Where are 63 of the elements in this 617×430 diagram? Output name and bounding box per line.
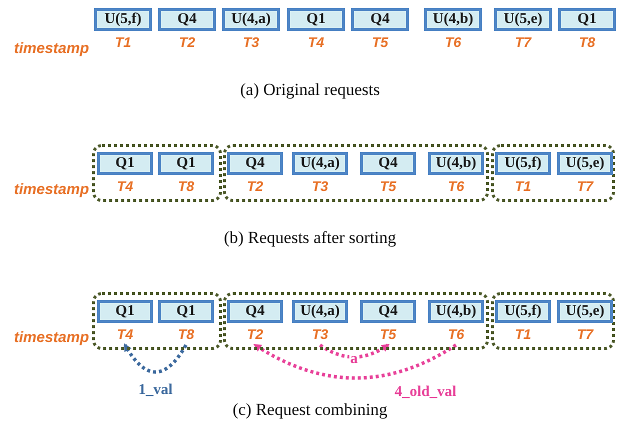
- timestamp-label: T3: [312, 326, 328, 343]
- edge-label: 1_val: [137, 382, 174, 398]
- timestamp-label: T8: [578, 34, 596, 51]
- dotted-group-outline: [223, 144, 489, 202]
- timestamp-label: T5: [372, 34, 388, 51]
- timestamp-label: T2: [178, 34, 196, 51]
- timestamp-label: T6: [444, 34, 462, 51]
- timestamp-label: T2: [246, 326, 264, 343]
- request-box: Q4: [158, 8, 216, 31]
- timestamp-label: T4: [308, 34, 324, 51]
- timestamp-label: T3: [242, 34, 260, 51]
- request-box: U(4,a): [292, 152, 348, 175]
- timestamp-label: T4: [116, 178, 134, 195]
- timestamp-label: T8: [178, 178, 194, 195]
- row-label: timestamp: [14, 40, 90, 57]
- timestamp-label: T1: [514, 178, 532, 195]
- timestamp-label: T3: [312, 178, 328, 195]
- request-box: Q4: [360, 152, 416, 175]
- request-box: Q4: [360, 300, 416, 323]
- request-box: Q1: [97, 152, 153, 175]
- timestamp-label: T5: [380, 326, 396, 343]
- timestamp-label: T7: [576, 178, 594, 195]
- dotted-group-outline: [92, 144, 222, 202]
- timestamp-label: T1: [514, 326, 532, 343]
- request-box: U(4,a): [222, 8, 280, 31]
- request-box: U(5,f): [495, 152, 551, 175]
- sub-caption: (c) Request combining: [232, 400, 388, 420]
- timestamp-label: T5: [380, 178, 396, 195]
- request-box: U(5,e): [494, 8, 552, 31]
- timestamp-label: T7: [576, 326, 594, 343]
- request-box: Q4: [351, 8, 409, 31]
- dotted-group-outline: [491, 292, 615, 350]
- request-box: Q1: [97, 300, 153, 323]
- request-box: U(4,a): [292, 300, 348, 323]
- request-box: U(5,e): [557, 300, 613, 323]
- timestamp-label: T4: [116, 326, 134, 343]
- timestamp-label: T1: [114, 34, 132, 51]
- dotted-group-outline: [92, 292, 222, 350]
- timestamp-label: T8: [178, 326, 194, 343]
- row-label: timestamp: [14, 329, 90, 346]
- sub-caption: (a) Original requests: [240, 80, 380, 100]
- timestamp-label: T7: [514, 34, 532, 51]
- request-box: U(5,f): [495, 300, 551, 323]
- timestamp-label: T6: [448, 326, 464, 343]
- request-box: Q1: [287, 8, 345, 31]
- request-box: Q1: [558, 8, 616, 31]
- timestamp-label: T2: [246, 178, 264, 195]
- dotted-group-outline: [491, 144, 615, 202]
- request-box: Q4: [227, 300, 283, 323]
- timestamp-label: T6: [448, 178, 464, 195]
- request-box: U(5,e): [557, 152, 613, 175]
- request-box: Q1: [158, 152, 214, 175]
- dotted-group-outline: [223, 292, 489, 350]
- edge-label: 4_old_val: [394, 384, 458, 400]
- request-box: Q1: [158, 300, 214, 323]
- row-label: timestamp: [14, 181, 90, 198]
- request-box: U(4,b): [428, 300, 484, 323]
- request-box: U(5,f): [94, 8, 152, 31]
- request-box: U(4,b): [424, 8, 482, 31]
- sub-caption: (b) Requests after sorting: [224, 228, 396, 248]
- curved-arrow: [124, 343, 188, 374]
- request-box: U(4,b): [428, 152, 484, 175]
- request-box: Q4: [227, 152, 283, 175]
